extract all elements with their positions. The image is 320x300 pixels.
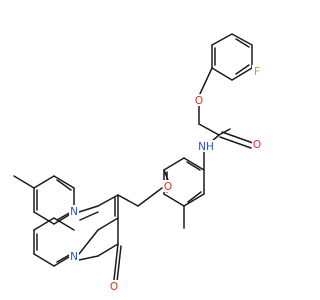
atom-carbonyl-oxygen: O	[252, 138, 262, 151]
bond-line	[33, 253, 55, 267]
bond-line	[221, 131, 254, 144]
bond-line	[235, 64, 250, 75]
bond-line	[97, 194, 119, 207]
bond-line	[183, 193, 205, 207]
atom-pyrimidinone-oxygen: O	[109, 280, 119, 293]
bond-line	[33, 175, 55, 189]
bond-line	[33, 211, 55, 225]
atom-amide-nh: NH	[197, 140, 215, 153]
bond-line	[56, 179, 72, 191]
atom-ether-oxygen-2: O	[163, 180, 173, 193]
bond-line	[116, 245, 122, 283]
bond-line	[183, 157, 205, 171]
bond-line	[113, 243, 119, 281]
atom-ether-oxygen-1: O	[194, 94, 204, 107]
bond-line	[78, 205, 99, 213]
bond-line	[33, 217, 55, 231]
bond-line	[163, 193, 185, 207]
bond-line	[231, 67, 253, 81]
bond-line	[137, 187, 163, 207]
bond-line	[198, 67, 213, 97]
bond-line	[79, 211, 99, 221]
bond-line	[56, 253, 72, 263]
atom-label-amide-nh: NH	[198, 141, 214, 153]
atom-label-carbonyl-oxygen: O	[253, 139, 261, 151]
bond-line	[97, 243, 119, 257]
bond-line	[198, 123, 220, 136]
bond-line	[53, 217, 75, 231]
atom-ring-nitrogen-2: N	[69, 250, 79, 263]
bond-line	[53, 175, 75, 189]
bond-line	[211, 33, 233, 46]
atom-label-ring-nitrogen-2: N	[70, 251, 78, 263]
bond-line	[163, 157, 185, 171]
bond-line	[56, 211, 72, 221]
atom-ring-nitrogen-1: N	[69, 205, 79, 218]
bond-line	[211, 67, 233, 81]
bond-line	[163, 169, 169, 181]
bond-line	[78, 229, 99, 255]
atom-fluorine: F	[252, 65, 262, 78]
bond-line	[13, 175, 35, 189]
bond-lines	[13, 33, 254, 283]
bond-line	[231, 33, 253, 46]
bond-line	[117, 194, 139, 207]
atom-label-ether-oxygen-2: O	[164, 181, 172, 193]
bond-line	[97, 217, 119, 231]
bond-line	[78, 255, 99, 261]
bond-line	[187, 191, 202, 203]
bond-line	[218, 128, 231, 136]
bond-line	[186, 161, 201, 171]
bond-line	[219, 136, 252, 149]
atom-label-pyrimidinone-oxygen: O	[110, 281, 118, 293]
molecule-structure-diagram: F O O NH O N N O	[13, 33, 262, 293]
bond-line	[235, 38, 250, 48]
atom-label-fluorine: F	[254, 66, 260, 78]
atom-label-ring-nitrogen-1: N	[70, 206, 78, 218]
atom-label-ether-oxygen-1: O	[195, 95, 203, 107]
atom-labels: F O O NH O N N O	[69, 65, 262, 293]
